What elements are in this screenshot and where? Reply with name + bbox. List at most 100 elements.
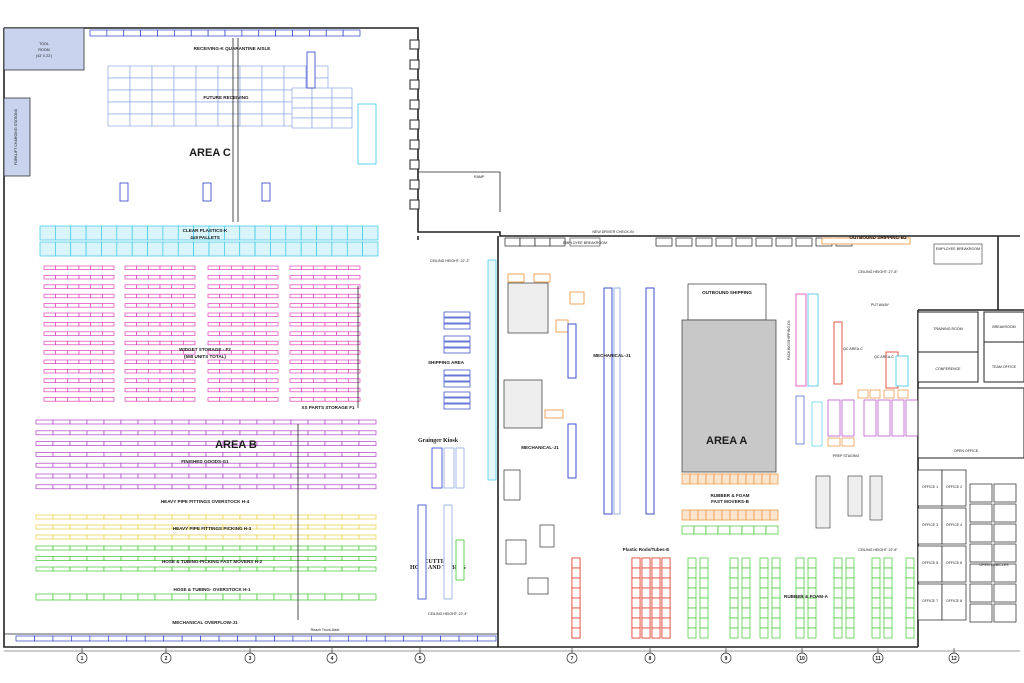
qc-pallet: [827, 437, 841, 447]
widget-storage-bay: [242, 350, 256, 355]
widget-storage-bay: [312, 340, 326, 346]
rubber-foam-bay: [833, 627, 843, 639]
finished-goods-bay: [52, 441, 71, 446]
plastic-rods-label: Plastic Rods/Tubes-E: [623, 547, 670, 552]
finished-goods-bay: [120, 430, 139, 436]
finished-goods-bay: [307, 419, 326, 425]
future-receiving-cell: [195, 65, 219, 79]
finished-goods-bay: [290, 452, 309, 457]
finished-goods-bay: [86, 462, 105, 468]
finished-goods-bay: [239, 452, 258, 457]
future-receiving-cell: [107, 101, 131, 115]
rubber-foam-bay: [759, 567, 769, 579]
widget-storage-bay: [147, 293, 161, 299]
mechanical-overflow-bay: [144, 635, 165, 642]
widget-storage-bay: [336, 359, 349, 364]
widget-storage-bay: [171, 340, 184, 346]
mechanical-overflow-bay: [384, 635, 405, 642]
widget-storage-bay: [312, 359, 326, 364]
widget-storage-bay: [312, 293, 326, 299]
rubber-foam-bay: [699, 587, 709, 599]
widget-storage-bay: [136, 378, 149, 383]
finished-goods-bay: [171, 484, 190, 490]
finished-goods-bay: [103, 473, 122, 479]
rubber-foam-bay: [883, 557, 893, 569]
future-receiving-cell: [217, 77, 241, 91]
rubber-foam-bay: [871, 607, 881, 619]
widget-storage-bay: [101, 369, 115, 374]
widget-storage-bay: [207, 312, 221, 317]
widget-storage-bay: [124, 369, 138, 374]
widget-storage-bay: [171, 387, 184, 393]
clear-plastics-bay: [177, 241, 194, 257]
widget-storage-bay: [136, 359, 149, 364]
hose-tubing-bay: [86, 593, 105, 601]
widget-storage-bay: [207, 284, 221, 289]
widget-storage-bay: [90, 350, 103, 355]
cutting-hose-label: HOSE AND TUBING: [410, 565, 466, 571]
widget-storage-bay: [324, 331, 338, 336]
rubber-foam-bay: [729, 607, 739, 619]
clear-plastics-bay: [85, 241, 102, 257]
qc-area-label-2: QC AREA-C: [874, 355, 894, 359]
finished-goods-bay: [154, 430, 173, 436]
hose-tubing-bay: [290, 556, 309, 561]
finished-goods-bay: [69, 441, 88, 446]
widget-storage-bay: [78, 265, 92, 270]
widget-storage-bay: [219, 322, 232, 327]
widget-storage-bay: [254, 387, 267, 393]
widget-storage-bay: [43, 397, 57, 402]
clear-plastics-label: CLEAR PLASTICS-K: [183, 228, 228, 233]
finished-goods-bay: [307, 452, 326, 457]
fast-movers-bay: [753, 525, 767, 535]
widget-storage-bay: [242, 369, 256, 374]
widget-storage-bay: [242, 312, 256, 317]
finished-goods-bay: [341, 441, 360, 446]
widget-storage-bay: [66, 303, 80, 308]
future-receiving-cell: [311, 107, 333, 119]
heavy-pipe-bay: [171, 534, 190, 540]
widget-storage-bay: [230, 293, 244, 299]
fast-movers-bay: [705, 525, 719, 535]
heavy-pipe-bay: [35, 514, 54, 520]
rubber-foam-bay: [699, 627, 709, 639]
shipping-area-stacks: [443, 259, 497, 481]
finished-goods-bay: [290, 441, 309, 446]
heavy-pipe-bay: [341, 514, 360, 520]
rubber-foam-bay: [833, 587, 843, 599]
widget-storage-bay: [207, 340, 221, 346]
future-receiving-label: FUTURE RECEIVING: [203, 95, 249, 100]
finished-goods-bay: [358, 441, 377, 446]
mechanical-overflow-bay: [329, 635, 349, 642]
future-receiving-cell: [331, 117, 353, 129]
widget-storage-bay: [90, 265, 103, 270]
widget-storage-bay: [207, 359, 221, 364]
widget-storage-bay: [301, 340, 314, 346]
hose-tubing-bay: [341, 566, 360, 572]
heavy-pipe-overstock-label: HEAVY PIPE FITTINGS OVERSTOCK H-4: [161, 499, 250, 504]
hose-tubing-bay: [69, 545, 88, 551]
finished-goods-bay: [103, 441, 122, 446]
finished-goods-bay: [256, 473, 275, 479]
hose-tubing-bay: [341, 545, 360, 551]
forklift-label: FORKLIFT CHARGING STATIONS: [14, 108, 18, 165]
widget-storage-bay: [101, 350, 115, 355]
rubber-foam-bay: [741, 597, 751, 609]
widget-storage-bay: [301, 312, 314, 317]
finished-goods-bay: [273, 419, 292, 425]
widget-storage-bay: [43, 378, 57, 383]
packing-shipping-label: PACKING/SHIPPING-D1: [787, 320, 791, 360]
widget-storage-bay: [171, 378, 184, 383]
widget-storage-bay: [101, 322, 115, 327]
widget-storage-bay: [230, 387, 244, 393]
widget-storage-bay: [324, 284, 338, 289]
widget-storage-bay: [312, 322, 326, 327]
finished-goods-bay: [103, 430, 122, 436]
finished-goods-bay: [86, 473, 105, 479]
widget-storage-bay: [219, 340, 232, 346]
cutting-stations: [417, 504, 465, 600]
widget-storage-bay: [336, 340, 349, 346]
shipping-area-label: SHIPPING AREA: [428, 360, 465, 365]
shipping-stack: [443, 323, 471, 330]
mechanical-overflow-bay: [126, 635, 146, 642]
